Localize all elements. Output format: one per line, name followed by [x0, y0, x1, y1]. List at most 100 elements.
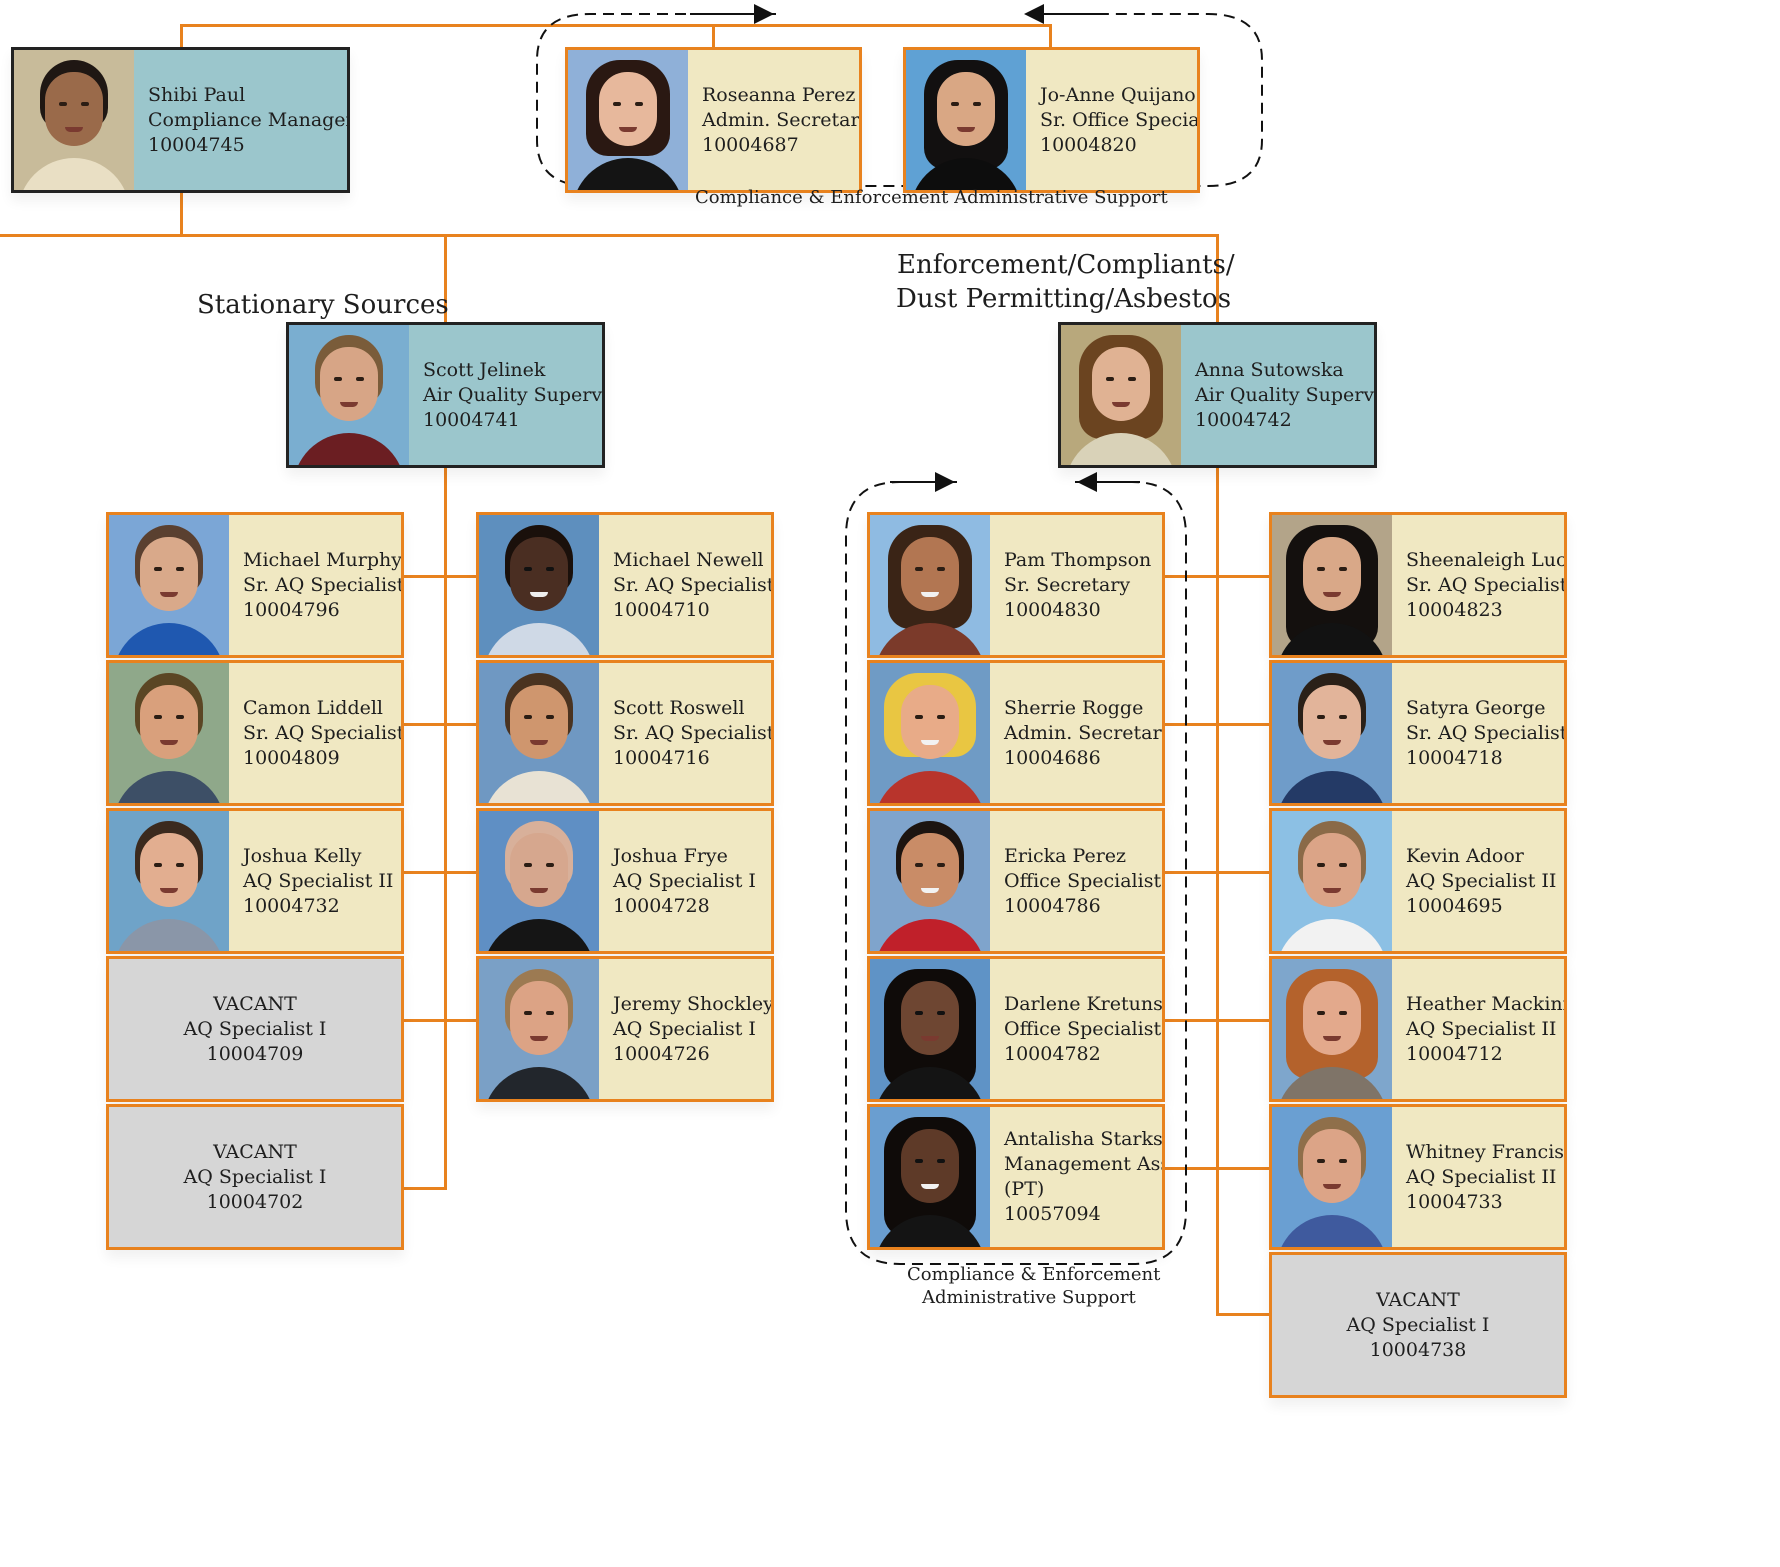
person-id: 10004741 — [423, 408, 520, 431]
person-title: Air Quality Supervisor — [423, 383, 603, 406]
connector-line — [444, 448, 447, 1190]
person-name: Jo-Anne Quijano — [1040, 83, 1196, 106]
person-id: 10004726 — [613, 1042, 710, 1065]
photo-jo-anne-quijano — [906, 50, 1026, 190]
photo-scott-roswell — [479, 663, 599, 803]
heading-stationary-sources: Stationary Sources — [197, 290, 449, 320]
photo-pam-thompson — [870, 515, 990, 655]
group-label-support-line2: Administrative Support — [922, 1287, 1136, 1308]
card-satyra-george: Satyra George Sr. AQ Specialist 10004718 — [1269, 660, 1567, 806]
connector-line — [1163, 1019, 1271, 1022]
person-id: 10004732 — [243, 894, 340, 917]
card-anna-sutowska: Anna Sutowska Air Quality Supervisor 100… — [1058, 322, 1377, 468]
connector-line — [1216, 448, 1219, 1316]
card-vacant-10004702: VACANT AQ Specialist I 10004702 — [106, 1104, 404, 1250]
connector-line — [1163, 575, 1271, 578]
photo-ericka-perez — [870, 811, 990, 951]
person-id: 10004782 — [1004, 1042, 1101, 1065]
photo-scott-jelinek — [289, 325, 409, 465]
person-name: Anna Sutowska — [1195, 358, 1344, 381]
person-id: 10004823 — [1406, 598, 1503, 621]
person-name: Joshua Kelly — [243, 844, 362, 867]
person-name: Joshua Frye — [613, 844, 728, 867]
heading-enforcement-line2: Dust Permitting/Asbestos — [896, 284, 1232, 314]
card-darlene-kretunski: Darlene Kretunski Office Specialist 1000… — [867, 956, 1165, 1102]
photo-heather-mackinnon — [1272, 959, 1392, 1099]
person-name: Satyra George — [1406, 696, 1546, 719]
person-name: Michael Newell — [613, 548, 764, 571]
heading-enforcement-line1: Enforcement/Compliants/ — [897, 250, 1235, 280]
connector-line — [1049, 24, 1052, 48]
person-title: Admin. Secretary — [702, 108, 862, 131]
person-id: 10057094 — [1004, 1203, 1101, 1225]
connector-line — [444, 234, 447, 322]
connector-line — [0, 234, 1219, 237]
photo-antalisha-starks — [870, 1107, 990, 1247]
card-roseanna-perez: Roseanna Perez Admin. Secretary 10004687 — [565, 47, 862, 193]
connector-line — [1163, 871, 1271, 874]
person-name: Camon Liddell — [243, 696, 384, 719]
person-name: Pam Thompson — [1004, 548, 1152, 571]
person-title: Sr. AQ Specialist — [243, 573, 404, 596]
connector-line — [1163, 723, 1271, 726]
person-name: Whitney Francis — [1406, 1140, 1565, 1163]
person-id: 10004796 — [243, 598, 340, 621]
person-id: 10004809 — [243, 746, 340, 769]
person-title: AQ Specialist I — [1346, 1313, 1490, 1336]
person-title: AQ Specialist II — [243, 869, 394, 892]
person-title: AQ Specialist II — [1406, 1165, 1557, 1188]
person-name: Darlene Kretunski — [1004, 992, 1165, 1015]
connector-line — [402, 871, 478, 874]
card-michael-newell: Michael Newell Sr. AQ Specialist 1000471… — [476, 512, 774, 658]
person-title: AQ Specialist I — [183, 1017, 327, 1040]
card-jo-anne-quijano: Jo-Anne Quijano Sr. Office Specialist 10… — [903, 47, 1200, 193]
connector-line — [180, 24, 1052, 27]
person-id: 10004710 — [613, 598, 710, 621]
person-id: 10004786 — [1004, 894, 1101, 917]
person-title: Office Specialist — [1004, 869, 1162, 892]
person-title: AQ Specialist I — [613, 869, 756, 892]
person-name: Shibi Paul — [148, 83, 246, 106]
person-id: 10004718 — [1406, 746, 1503, 769]
person-name: Scott Jelinek — [423, 358, 546, 381]
connector-line — [1163, 1167, 1271, 1170]
card-shibi-paul: Shibi Paul Compliance Manager 10004745 — [11, 47, 350, 193]
card-kevin-adoor: Kevin Adoor AQ Specialist II 10004695 — [1269, 808, 1567, 954]
connector-line — [712, 24, 715, 48]
person-name: Ericka Perez — [1004, 844, 1127, 867]
card-vacant-10004738: VACANT AQ Specialist I 10004738 — [1269, 1252, 1567, 1398]
person-title: Management Asst — [1004, 1153, 1165, 1175]
card-jeremy-shockley: Jeremy Shockley AQ Specialist I 10004726 — [476, 956, 774, 1102]
card-sherrie-rogge: Sherrie Rogge Admin. Secretary 10004686 — [867, 660, 1165, 806]
connector-line — [402, 1019, 478, 1022]
person-title: Sr. AQ Specialist — [1406, 573, 1567, 596]
person-id: 10004742 — [1195, 408, 1292, 431]
group-label-support-line1: Compliance & Enforcement — [907, 1264, 1161, 1285]
person-title: Air Quality Supervisor — [1195, 383, 1375, 406]
person-name: VACANT — [1376, 1288, 1460, 1311]
person-title: Sr. Office Specialist — [1040, 108, 1200, 131]
photo-joshua-kelly — [109, 811, 229, 951]
person-name: Scott Roswell — [613, 696, 745, 719]
photo-shibi-paul — [14, 50, 134, 190]
person-title: AQ Specialist II — [1406, 1017, 1557, 1040]
person-title: Sr. Secretary — [1004, 573, 1131, 596]
card-pam-thompson: Pam Thompson Sr. Secretary 10004830 — [867, 512, 1165, 658]
person-name: Heather Mackinnon — [1406, 992, 1564, 1015]
person-name: Kevin Adoor — [1406, 844, 1524, 867]
photo-kevin-adoor — [1272, 811, 1392, 951]
person-id: 10004687 — [702, 133, 799, 156]
card-whitney-francis: Whitney Francis AQ Specialist II 1000473… — [1269, 1104, 1567, 1250]
person-name: Jeremy Shockley — [613, 992, 774, 1015]
connector-line — [1216, 1313, 1271, 1316]
person-name: Sherrie Rogge — [1004, 696, 1144, 719]
person-id: 10004716 — [613, 746, 710, 769]
person-name: VACANT — [213, 992, 297, 1015]
person-title: Sr. AQ Specialist — [613, 721, 774, 744]
person-name: Michael Murphy — [243, 548, 403, 571]
connector-line — [1216, 234, 1219, 322]
person-id: 10004738 — [1369, 1338, 1467, 1361]
person-id: 10004702 — [206, 1190, 304, 1213]
photo-camon-liddell — [109, 663, 229, 803]
card-camon-liddell: Camon Liddell Sr. AQ Specialist 10004809 — [106, 660, 404, 806]
